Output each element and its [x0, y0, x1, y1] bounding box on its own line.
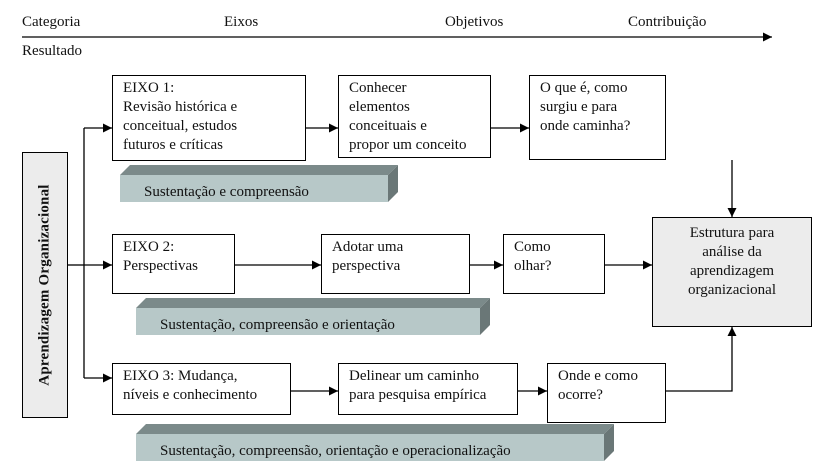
objetivo-1-box: Conhecer elementos conceituais e propor … — [338, 75, 491, 158]
header-categoria: Categoria — [22, 14, 81, 30]
sustentacao-1-slab: Sustentação e compreensão — [120, 165, 398, 202]
header-objetivos: Objetivos — [445, 14, 504, 30]
result-box: Estrutura para análise da aprendizagem o… — [652, 217, 812, 327]
objetivo-3-line: para pesquisa empírica — [349, 387, 487, 403]
eixo-3-line: EIXO 3: Mudança, — [123, 368, 238, 384]
contribuicao-3-box: Onde e como ocorre? — [547, 363, 666, 423]
eixo-2-box: EIXO 2: Perspectivas — [112, 234, 235, 294]
eixo-2-line: Perspectivas — [123, 258, 198, 274]
objetivo-1-line: conceituais e — [349, 118, 427, 134]
objetivo-3-line: Delinear um caminho — [349, 368, 479, 384]
header-eixos: Eixos — [224, 14, 259, 30]
category-label: Aprendizagem Organizacional — [36, 184, 53, 386]
objetivo-1-line: elementos — [349, 99, 410, 115]
objetivo-2-line: perspectiva — [332, 258, 401, 274]
arrow-contribuicao3-result — [666, 327, 737, 392]
header-resultado: Resultado — [22, 43, 82, 59]
objetivo-2-box: Adotar uma perspectiva — [321, 234, 470, 294]
objetivo-1-line: Conhecer — [349, 80, 407, 96]
contribuicao-2-line: olhar? — [514, 258, 552, 274]
objetivo-2-line: Adotar uma — [332, 239, 404, 255]
contribuicao-3-line: Onde e como — [558, 368, 638, 384]
eixo-1-line: EIXO 1: — [123, 80, 175, 96]
contribuicao-1-line: onde caminha? — [540, 118, 631, 134]
header-contribuicao: Contribuição — [628, 14, 707, 30]
eixo-1-line: conceitual, estudos — [123, 118, 238, 134]
result-line: Estrutura para — [689, 225, 775, 241]
result-line: aprendizagem — [689, 263, 775, 279]
sustentacao-2-slab: Sustentação, compreensão e orientação — [136, 298, 490, 335]
eixo-3-box: EIXO 3: Mudança, níveis e conhecimento — [112, 363, 291, 415]
result-line: organizacional — [687, 282, 776, 298]
objetivo-1-line: propor um conceito — [349, 137, 467, 153]
sustentacao-3-slab: Sustentação, compreensão, orientação e o… — [136, 424, 614, 461]
sustentacao-1-label: Sustentação e compreensão — [144, 184, 309, 200]
eixo-1-line: Revisão histórica e — [123, 99, 238, 115]
result-line: análise da — [702, 244, 762, 260]
eixo-1-line: futuros e críticas — [123, 137, 223, 153]
category-box: Aprendizagem Organizacional — [22, 152, 68, 418]
objetivo-3-box: Delinear um caminho para pesquisa empíri… — [338, 363, 518, 415]
eixo-2-line: EIXO 2: — [123, 239, 175, 255]
eixo-1-box: EIXO 1: Revisão histórica e conceitual, … — [112, 75, 306, 161]
contribuicao-1-line: surgiu e para — [540, 99, 618, 115]
contribuicao-1-line: O que é, como — [540, 80, 628, 96]
contribuicao-1-box: O que é, como surgiu e para onde caminha… — [529, 75, 666, 160]
eixo-3-line: níveis e conhecimento — [123, 387, 258, 403]
contribuicao-2-line: Como — [514, 239, 551, 255]
sustentacao-2-label: Sustentação, compreensão e orientação — [160, 317, 395, 333]
contribuicao-3-line: ocorre? — [558, 387, 603, 403]
contribuicao-2-box: Como olhar? — [503, 234, 605, 294]
sustentacao-3-label: Sustentação, compreensão, orientação e o… — [160, 443, 511, 459]
